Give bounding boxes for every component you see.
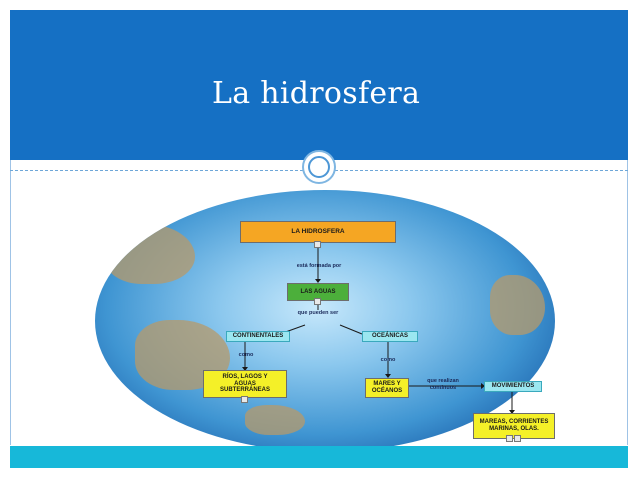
attachment-icon (241, 396, 248, 403)
link-label-pueden: que pueden ser (297, 310, 339, 316)
oceanic-items-box: MARES Y OCÉANOS (365, 378, 409, 398)
attachment-icon (506, 435, 513, 442)
continent-shape (490, 275, 545, 335)
continental-items-box: RÍOS, LAGOS Y AGUAS SUBTERRÁNEAS (203, 370, 287, 398)
left-frame-line (10, 160, 11, 445)
right-frame-line (627, 160, 628, 445)
link-label-realizan: que realizan continuos (427, 378, 459, 391)
link-label-como-right: como (380, 357, 396, 363)
link-label-como-left: como (238, 352, 254, 358)
movimientos-box: MOVIMIENTOS (484, 381, 542, 392)
continentales-box: CONTINENTALES (226, 331, 290, 342)
footer-band (10, 446, 628, 468)
attachment-icon (314, 298, 321, 305)
slide-title: La hidrosfera (212, 76, 421, 111)
continent-shape (105, 224, 195, 284)
title-header (10, 10, 628, 160)
movement-items-box: MAREAS, CORRIENTES MARINAS, OLAS. (473, 413, 555, 439)
root-concept-box: LA HIDROSFERA (240, 221, 396, 243)
line-to-oceanicas (339, 324, 363, 335)
attachment-icon (514, 435, 521, 442)
oceanicas-box: OCEÁNICAS (362, 331, 418, 342)
attachment-icon (314, 241, 321, 248)
circle-ornament-icon (302, 150, 336, 184)
continent-shape (245, 405, 305, 435)
link-label-formada: está formada por (296, 263, 342, 269)
